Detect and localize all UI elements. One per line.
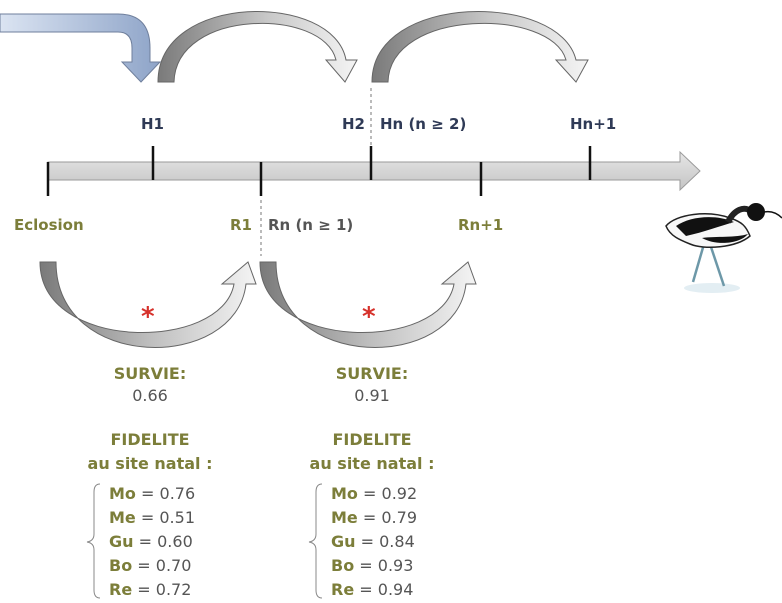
brace-2 xyxy=(308,483,323,599)
site-value: = 0.51 xyxy=(140,508,195,527)
site-row: Re = 0.94 xyxy=(331,580,413,599)
site-code: Gu xyxy=(109,532,134,551)
bottom-arc-arrow-2 xyxy=(259,261,477,348)
star-marker-1: * xyxy=(141,302,155,332)
top-arc-arrow-2 xyxy=(371,10,589,83)
site-row: Mo = 0.92 xyxy=(331,484,417,503)
site-code: Mo xyxy=(331,484,358,503)
label-hn1: Hn+1 xyxy=(570,115,617,133)
survie-title-2: SURVIE: xyxy=(335,364,409,383)
site-code: Bo xyxy=(109,556,133,575)
site-value: = 0.93 xyxy=(359,556,414,575)
brace-1 xyxy=(86,483,101,599)
site-row: Re = 0.72 xyxy=(109,580,191,599)
site-row: Gu = 0.60 xyxy=(109,532,193,551)
site-value: = 0.92 xyxy=(363,484,418,503)
avocet-illustration xyxy=(665,203,782,293)
site-row: Mo = 0.76 xyxy=(109,484,195,503)
survie-title-1: SURVIE: xyxy=(113,364,187,383)
fidelite-title-2: FIDELITE xyxy=(332,430,412,449)
site-row: Bo = 0.93 xyxy=(331,556,413,575)
survie-value-1: 0.66 xyxy=(132,386,168,405)
site-code: Re xyxy=(331,580,355,599)
site-value: = 0.79 xyxy=(362,508,417,527)
site-value: = 0.76 xyxy=(141,484,196,503)
fidelite-title-1: FIDELITE xyxy=(110,430,190,449)
survie-value-2: 0.91 xyxy=(354,386,390,405)
inflow-arrow xyxy=(0,13,162,83)
label-h2: H2 xyxy=(342,115,365,133)
site-code: Re xyxy=(109,580,133,599)
bottom-arc-arrow-1 xyxy=(39,261,257,348)
label-rn1: Rn+1 xyxy=(458,216,504,234)
label-hn: Hn (n ≥ 2) xyxy=(380,115,467,133)
fidelite-sub-1: au site natal : xyxy=(87,454,213,473)
site-code: Bo xyxy=(331,556,355,575)
site-row: Gu = 0.84 xyxy=(331,532,415,551)
site-value: = 0.84 xyxy=(360,532,415,551)
site-code: Me xyxy=(109,508,136,527)
site-code: Mo xyxy=(109,484,136,503)
site-code: Gu xyxy=(331,532,356,551)
site-value: = 0.72 xyxy=(137,580,192,599)
label-eclosion: Eclosion xyxy=(14,216,84,234)
site-row: Me = 0.79 xyxy=(331,508,417,527)
label-rn: Rn (n ≥ 1) xyxy=(268,216,354,234)
star-marker-2: * xyxy=(362,302,376,332)
timeline-arrow xyxy=(47,150,701,192)
timeline-ticks xyxy=(46,146,592,196)
label-r1: R1 xyxy=(230,216,252,234)
site-value: = 0.94 xyxy=(359,580,414,599)
site-value: = 0.70 xyxy=(137,556,192,575)
site-code: Me xyxy=(331,508,358,527)
fidelite-sub-2: au site natal : xyxy=(309,454,435,473)
site-row: Me = 0.51 xyxy=(109,508,195,527)
site-row: Bo = 0.70 xyxy=(109,556,191,575)
label-h1: H1 xyxy=(141,115,164,133)
site-value: = 0.60 xyxy=(138,532,193,551)
top-arc-arrow-1 xyxy=(157,10,358,83)
